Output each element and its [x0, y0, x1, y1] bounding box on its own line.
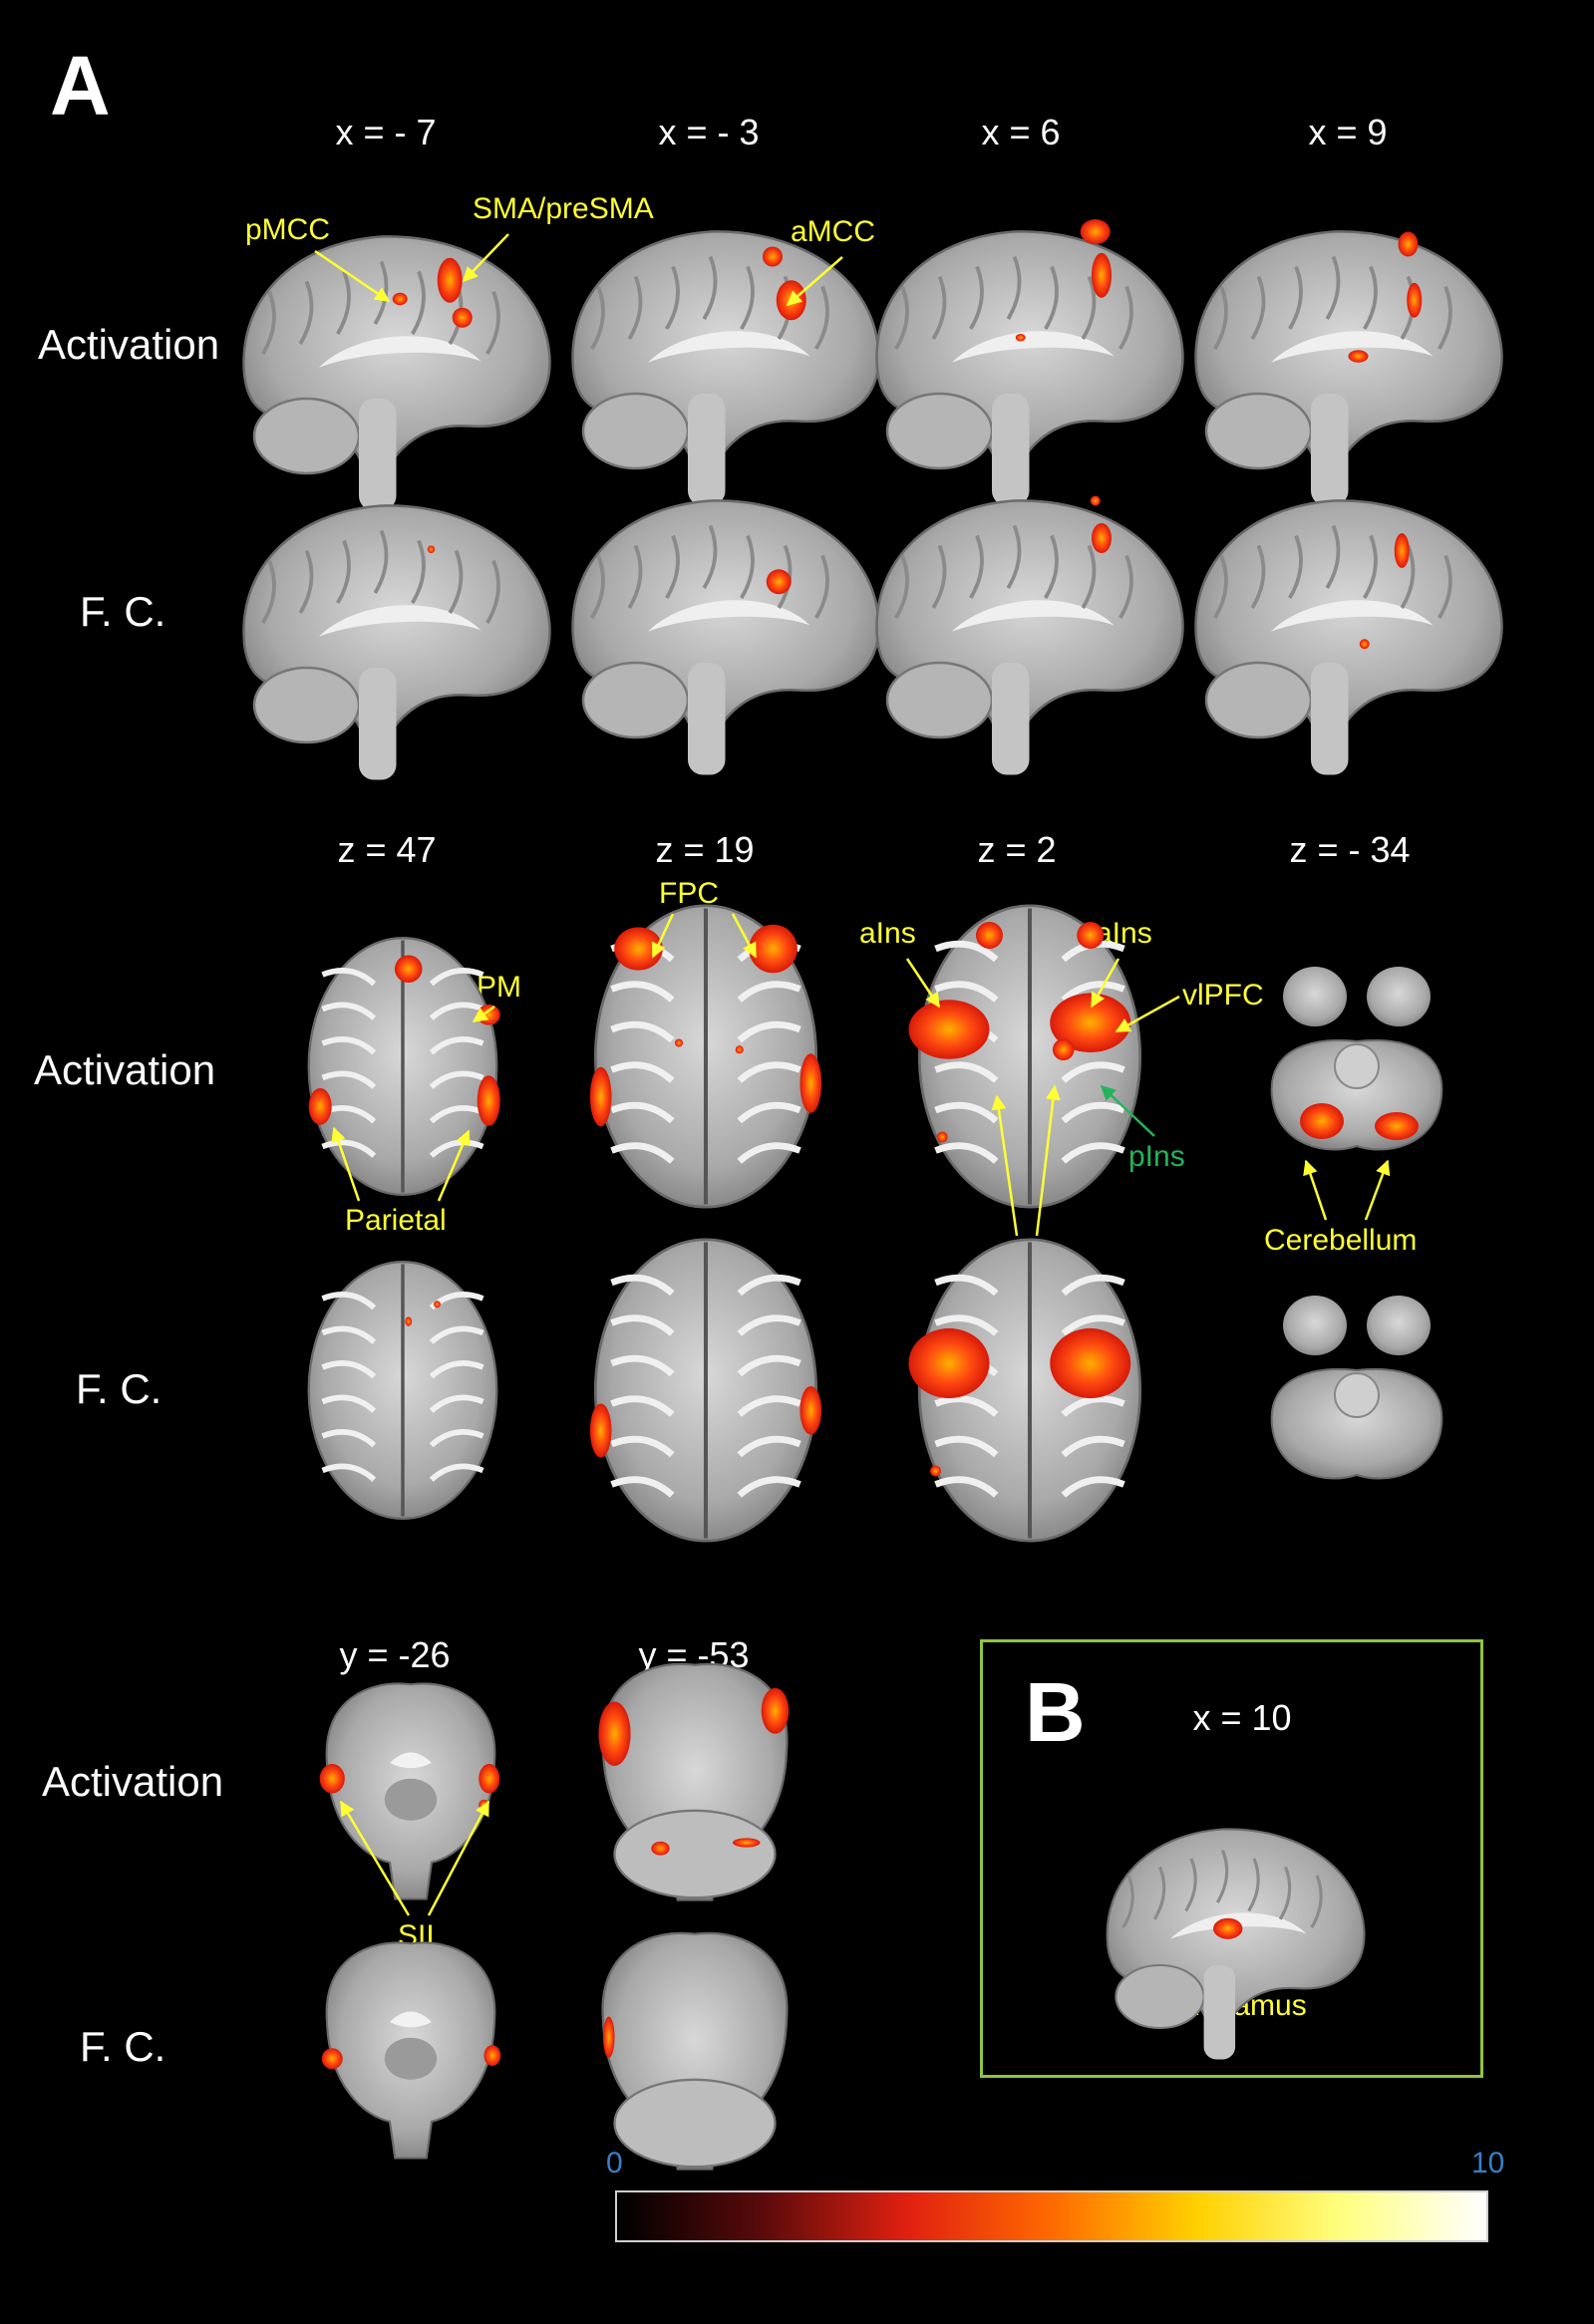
sagittal-b-x-10	[1106, 1828, 1366, 2060]
coord-z-47: z = 47	[337, 829, 437, 870]
sagittal-activation-x-minus-7	[242, 235, 551, 511]
row-label-fc-axial: F. C.	[76, 1365, 162, 1412]
label-amcc: aMCC	[791, 215, 876, 248]
axial-activation-z-2	[908, 904, 1142, 1209]
coord-x-10: x = 10	[1192, 1697, 1292, 1738]
sagittal-activation-x-minus-3	[571, 230, 880, 506]
coord-z-minus-34: z = - 34	[1289, 829, 1411, 870]
colorbar-max-label: 10	[1471, 2147, 1505, 2179]
label-parietal: Parietal	[345, 1204, 447, 1237]
axial-activation-z-47	[307, 937, 500, 1196]
row-label-activation-sagittal: Activation	[38, 321, 220, 368]
coord-x-9: x = 9	[1308, 112, 1388, 152]
panel-label-a: A	[50, 39, 111, 133]
coord-x-minus-3: x = - 3	[658, 112, 760, 152]
coronal-activation-y-minus-26	[319, 1682, 500, 1900]
axial-activation-z-minus-34	[1270, 967, 1443, 1151]
label-vlpfc: vlPFC	[1182, 979, 1264, 1012]
axial-fc-z-19	[589, 1238, 822, 1543]
coronal-fc-y-minus-26	[321, 1941, 501, 2160]
colorbar	[615, 2190, 1488, 2242]
row-label-fc-sagittal: F. C.	[80, 588, 166, 635]
axial-fc-z-minus-34	[1270, 1296, 1443, 1480]
coord-z-2: z = 2	[977, 829, 1057, 870]
label-ains-left: aIns	[859, 917, 916, 950]
coord-y-minus-26: y = -26	[339, 1634, 451, 1675]
axial-fc-z-47	[307, 1261, 498, 1520]
label-cerebellum: Cerebellum	[1264, 1224, 1418, 1257]
label-fpc: FPC	[659, 877, 719, 910]
axial-activation-z-19	[589, 904, 822, 1209]
label-pm: PM	[477, 971, 521, 1004]
label-pins: pIns	[1128, 1140, 1185, 1173]
panel-label-b: B	[1025, 1665, 1086, 1759]
label-sma-presma: SMA/preSMA	[473, 192, 654, 225]
sagittal-activation-x-9	[1194, 230, 1503, 506]
panel-b-frame: B x = 10 Thalamus	[980, 1639, 1483, 2078]
sagittal-fc-x-9	[1194, 499, 1503, 775]
coronal-activation-y-minus-53	[598, 1662, 790, 1901]
coord-z-19: z = 19	[655, 829, 755, 870]
coord-x-minus-7: x = - 7	[335, 112, 437, 152]
row-label-activation-coronal: Activation	[42, 1758, 224, 1805]
row-label-activation-axial: Activation	[34, 1046, 216, 1093]
sagittal-fc-x-minus-3	[571, 499, 880, 775]
axial-fc-z-2	[908, 1238, 1142, 1543]
row-label-fc-coronal: F. C.	[80, 2023, 166, 2070]
colorbar-min-label: 0	[606, 2147, 623, 2179]
coord-x-6: x = 6	[981, 112, 1061, 152]
label-pmcc: pMCC	[245, 213, 331, 246]
sagittal-activation-x-6	[875, 219, 1184, 506]
coronal-fc-y-minus-53	[601, 1931, 789, 2171]
sagittal-fc-x-minus-7	[242, 504, 551, 780]
sagittal-fc-x-6	[875, 495, 1184, 775]
